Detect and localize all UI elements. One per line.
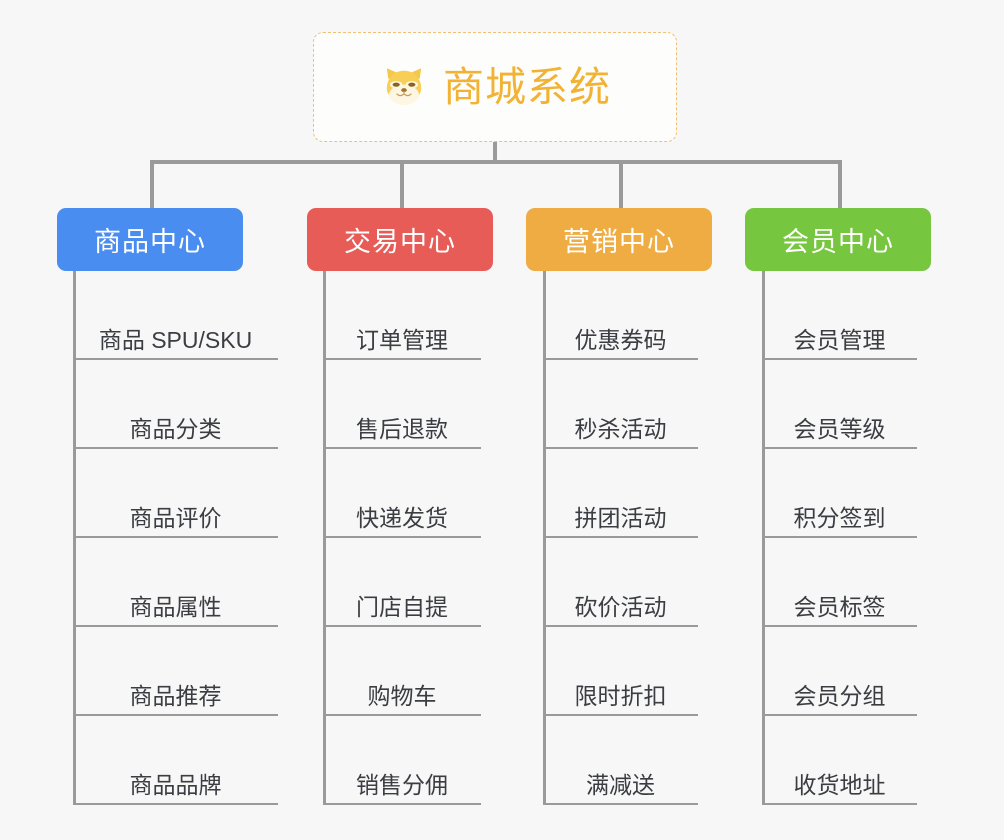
leaf-item[interactable]: 拼团活动 (543, 449, 698, 538)
leaf-item[interactable]: 商品品牌 (73, 716, 278, 805)
leaf-item[interactable]: 订单管理 (323, 271, 481, 360)
root-stem-connector (493, 142, 497, 164)
branch-node-trade-center[interactable]: 交易中心 (307, 208, 493, 271)
leaf-item[interactable]: 门店自提 (323, 538, 481, 627)
leaf-item[interactable]: 砍价活动 (543, 538, 698, 627)
leaf-item[interactable]: 会员标签 (762, 538, 917, 627)
leaf-item[interactable]: 商品评价 (73, 449, 278, 538)
leaf-item[interactable]: 售后退款 (323, 360, 481, 449)
leaf-item[interactable]: 商品 SPU/SKU (73, 271, 278, 360)
branch-node-label: 交易中心 (344, 227, 456, 257)
branch-drop-connector-1 (150, 160, 154, 210)
leaf-item[interactable]: 购物车 (323, 627, 481, 716)
leaf-item[interactable]: 商品推荐 (73, 627, 278, 716)
leaf-item-label: 商品评价 (129, 504, 222, 531)
leaf-item-label: 优惠券码 (574, 326, 667, 353)
leaf-item-label: 订单管理 (356, 326, 448, 353)
leaf-column-trade-center: 订单管理售后退款快递发货门店自提购物车销售分佣 (323, 271, 481, 805)
branch-drop-connector-3 (619, 160, 623, 210)
leaf-item-label: 限时折扣 (574, 682, 667, 709)
leaf-spine (73, 271, 76, 805)
leaf-item-label: 会员管理 (793, 326, 886, 353)
leaf-item-label: 商品品牌 (129, 771, 222, 798)
branch-bus-connector (150, 160, 840, 164)
leaf-item[interactable]: 会员分组 (762, 627, 917, 716)
leaf-spine (323, 271, 326, 805)
branch-drop-connector-2 (400, 160, 404, 210)
leaf-item-label: 门店自提 (356, 593, 448, 620)
leaf-item-label: 商品推荐 (129, 682, 222, 709)
leaf-column-marketing-center: 优惠券码秒杀活动拼团活动砍价活动限时折扣满减送 (543, 271, 698, 805)
leaf-item[interactable]: 销售分佣 (323, 716, 481, 805)
root-node[interactable]: 商城系统 (313, 32, 677, 142)
leaf-item-label: 秒杀活动 (574, 415, 667, 442)
leaf-item-label: 商品属性 (129, 593, 222, 620)
branch-node-product-center[interactable]: 商品中心 (57, 208, 243, 271)
leaf-item-label: 会员等级 (793, 415, 886, 442)
leaf-item[interactable]: 快递发货 (323, 449, 481, 538)
root-title: 商城系统 (443, 63, 611, 110)
leaf-item[interactable]: 商品分类 (73, 360, 278, 449)
leaf-spine (762, 271, 765, 805)
leaf-item[interactable]: 满减送 (543, 716, 698, 805)
leaf-item[interactable]: 收货地址 (762, 716, 917, 805)
leaf-item-label: 满减送 (586, 771, 655, 798)
leaf-item-label: 销售分佣 (356, 771, 448, 798)
branch-node-member-center[interactable]: 会员中心 (745, 208, 931, 271)
leaf-item[interactable]: 会员等级 (762, 360, 917, 449)
leaf-item[interactable]: 积分签到 (762, 449, 917, 538)
branch-drop-connector-4 (838, 160, 842, 210)
branch-node-label: 商品中心 (94, 227, 206, 257)
leaf-item-label: 拼团活动 (574, 504, 667, 531)
leaf-item-label: 积分签到 (793, 504, 886, 531)
leaf-item-label: 收货地址 (793, 771, 886, 798)
branch-node-label: 营销中心 (563, 227, 675, 257)
leaf-item[interactable]: 会员管理 (762, 271, 917, 360)
leaf-item-label: 砍价活动 (574, 593, 667, 620)
leaf-item-label: 会员分组 (793, 682, 886, 709)
leaf-item[interactable]: 优惠券码 (543, 271, 698, 360)
leaf-spine (543, 271, 546, 805)
leaf-item-label: 商品分类 (129, 415, 222, 442)
leaf-item[interactable]: 商品属性 (73, 538, 278, 627)
leaf-item[interactable]: 限时折扣 (543, 627, 698, 716)
leaf-item-label: 售后退款 (356, 415, 448, 442)
leaf-item-label: 商品 SPU/SKU (98, 326, 253, 353)
branch-node-label: 会员中心 (782, 227, 894, 257)
leaf-column-member-center: 会员管理会员等级积分签到会员标签会员分组收货地址 (762, 271, 917, 805)
leaf-item[interactable]: 秒杀活动 (543, 360, 698, 449)
shiba-dog-icon (386, 68, 422, 106)
leaf-column-product-center: 商品 SPU/SKU 商品分类商品评价商品属性商品推荐商品品牌 (73, 271, 278, 805)
leaf-item-label: 购物车 (367, 682, 437, 709)
leaf-item-label: 快递发货 (356, 504, 448, 531)
branch-node-marketing-center[interactable]: 营销中心 (526, 208, 712, 271)
leaf-item-label: 会员标签 (793, 593, 886, 620)
